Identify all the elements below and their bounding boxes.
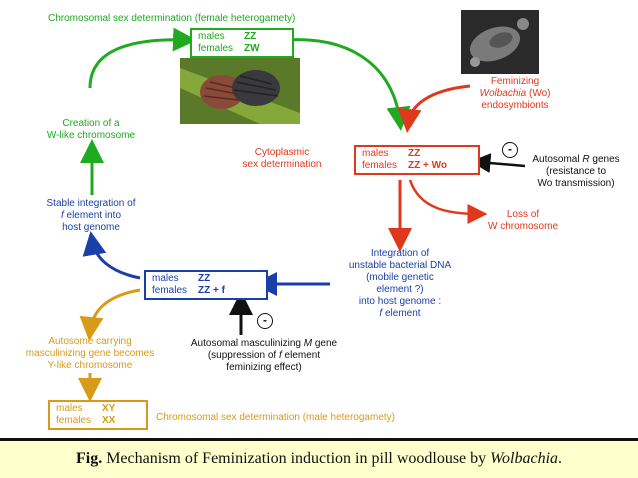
feminizing-wolbachia: Wolbachia: [479, 88, 527, 99]
feminizing-line1: Feminizing: [490, 76, 540, 87]
wolbachia-micrograph: [461, 10, 539, 74]
wo-males-label: males: [362, 148, 389, 159]
figure-caption: Fig. Mechanism of Feminization induction…: [0, 438, 638, 478]
autosome-line2: masculinizing gene becomes: [25, 348, 155, 359]
autosomal-r-suffix: genes: [589, 154, 620, 165]
zw-females-label: females: [198, 43, 234, 54]
integration-line4: element ?): [376, 284, 424, 295]
feminizing-label: Feminizing Wolbachia (Wo) endosymbionts: [460, 76, 570, 112]
diagram-arrows: [78, 27, 526, 402]
arrow-zw-to-wo: [284, 38, 411, 131]
f-males-value: ZZ: [198, 273, 211, 284]
autosomal-r-line2: (resistance to: [545, 166, 607, 177]
caption-italic: Wolbachia: [490, 450, 559, 467]
autosomal-m-line3: feminizing effect): [226, 362, 302, 373]
integration-f-suffix: element: [382, 308, 421, 319]
creation-label: Creation of a W-like chromosome: [30, 118, 152, 142]
integration-line1: Integration of: [370, 248, 430, 259]
stable-line2-suffix: element into: [63, 210, 122, 221]
integration-label: Integration of unstable bacterial DNA (m…: [330, 248, 470, 320]
autosomal-m-line2-italic: f: [279, 350, 282, 361]
xy-males-label: males: [56, 403, 83, 414]
zw-females-value: ZW: [244, 43, 260, 54]
autosomal-r-label: Autosomal R genes (resistance to Wo tran…: [522, 154, 630, 190]
stable-f-italic: f: [60, 210, 64, 221]
autosomal-m-suffix: gene: [312, 338, 338, 349]
f-females-label: females: [152, 285, 188, 296]
xy-females-label: females: [56, 415, 92, 426]
cytoplasmic-line1: Cytoplasmic: [254, 147, 310, 158]
minus-r-icon: -: [502, 142, 518, 158]
autosome-label: Autosome carrying masculinizing gene bec…: [6, 336, 174, 372]
f-females-value: ZZ + f: [198, 285, 225, 296]
loss-line1: Loss of: [506, 209, 540, 220]
female-heterogamety-label: Chromosomal sex determination (female he…: [48, 13, 296, 24]
feminizing-line3: endosymbionts: [481, 100, 549, 111]
f-box: males ZZ females ZZ + f: [144, 270, 268, 300]
wo-males-value: ZZ: [408, 148, 421, 159]
wo-box: males ZZ females ZZ + Wo: [354, 145, 480, 175]
loss-line2: W chromosome: [487, 221, 558, 232]
arrow-wolbachia-to-wo: [397, 84, 471, 133]
caption-fig: Fig.: [75, 450, 103, 467]
zw-box: males ZZ females ZW: [190, 28, 294, 58]
arrow-f-to-stable: [82, 231, 141, 280]
arrow-f-to-autosome: [79, 288, 141, 341]
stable-line1: Stable integration of: [46, 198, 136, 209]
arrow-r-genes: [470, 153, 526, 174]
xy-males-value: XY: [102, 403, 116, 414]
wo-females-value: ZZ + Wo: [408, 160, 447, 171]
cytoplasmic-line2: sex determination: [242, 159, 322, 170]
integration-line5: into host genome :: [358, 296, 442, 307]
autosomal-m-prefix: Autosomal masculinizing: [190, 338, 304, 349]
autosomal-m-line2-prefix: (suppression of: [207, 350, 279, 361]
minus-m-icon: -: [257, 313, 273, 329]
zw-males-value: ZZ: [244, 31, 257, 42]
xy-females-value: XX: [102, 415, 116, 426]
integration-f-italic: f: [379, 308, 383, 319]
creation-line1: Creation of a: [62, 118, 120, 129]
wo-females-label: females: [362, 160, 398, 171]
stable-line3: host genome: [62, 222, 120, 233]
stable-label: Stable integration of f element into hos…: [32, 198, 150, 234]
autosomal-r-prefix: Autosomal: [532, 154, 583, 165]
creation-line2: W-like chromosome: [46, 130, 136, 141]
caption-end: .: [558, 450, 563, 467]
autosomal-r-italic: R: [582, 154, 590, 165]
autosomal-r-line3: Wo transmission): [537, 178, 615, 189]
loss-w-label: Loss of W chromosome: [478, 209, 568, 233]
male-heterogamety-label: Chromosomal sex determination (male hete…: [156, 412, 395, 423]
xy-box: males XY females XX: [48, 400, 148, 430]
autosomal-m-line2-suffix: element: [281, 350, 321, 361]
autosomal-m-label: Autosomal masculinizing M gene (suppress…: [180, 338, 348, 374]
arrow-wo-to-loss: [408, 179, 488, 224]
feminizing-wo: (Wo): [526, 88, 551, 99]
autosome-line3: Y-like chromosome: [47, 360, 133, 371]
autosomal-m-italic: M: [303, 338, 313, 349]
autosome-line1: Autosome carrying: [48, 336, 132, 347]
arrow-creation-to-zw: [88, 27, 197, 89]
integration-line2: unstable bacterial DNA: [348, 260, 452, 271]
cytoplasmic-label: Cytoplasmic sex determination: [218, 147, 346, 171]
f-males-label: males: [152, 273, 179, 284]
caption-text: Mechanism of Feminization induction in p…: [102, 450, 491, 467]
woodlouse-photo: [180, 58, 300, 124]
zw-males-label: males: [198, 31, 225, 42]
integration-line3: (mobile genetic: [366, 272, 434, 283]
